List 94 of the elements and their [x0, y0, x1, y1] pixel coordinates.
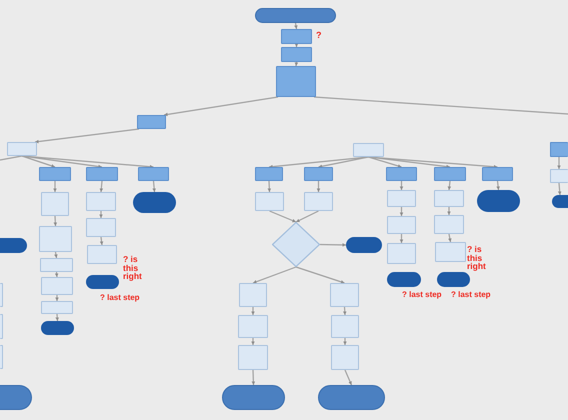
connector-arrow — [54, 272, 58, 278]
connector-arrow — [252, 266, 296, 284]
connector-arrow — [54, 216, 58, 226]
connector-arrow — [251, 307, 255, 315]
process-box — [41, 277, 73, 295]
process-box — [238, 315, 268, 338]
process-box — [39, 226, 72, 252]
process-box — [550, 169, 568, 183]
connector-arrow — [400, 207, 404, 216]
category-box — [281, 47, 312, 62]
annotation-text: ? — [316, 31, 322, 40]
category-box — [39, 167, 71, 181]
connector-arrow — [251, 338, 255, 345]
category-box — [304, 167, 333, 181]
process-box — [0, 345, 3, 369]
decision-diamond — [272, 222, 320, 267]
connector-arrow — [294, 62, 298, 66]
process-box — [387, 243, 416, 264]
process-box — [387, 216, 416, 234]
process-box — [255, 192, 284, 211]
connector-arrow — [342, 306, 347, 316]
process-box — [87, 245, 117, 264]
connector-arrow — [368, 156, 402, 168]
connector-arrow — [268, 180, 272, 192]
connector-arrow — [152, 180, 156, 192]
process-box — [387, 190, 416, 207]
process-box — [353, 143, 384, 157]
category-box — [281, 29, 312, 44]
connector-arrow — [269, 210, 296, 223]
connector-arrow — [53, 181, 57, 192]
connector-arrow — [55, 314, 60, 322]
connector-arrow — [316, 181, 320, 192]
process-box — [331, 345, 359, 370]
category-box — [434, 167, 466, 181]
connector-arrow — [164, 96, 278, 116]
process-box — [40, 258, 73, 272]
connector-arrow — [447, 207, 451, 215]
process-box — [331, 315, 359, 338]
connector-arrow — [54, 252, 58, 258]
category-box — [137, 115, 166, 129]
category-box — [276, 66, 316, 97]
connector-arrow — [558, 182, 562, 196]
annotation-text: ? last step — [402, 291, 442, 299]
annotation-text: ? last step — [451, 291, 491, 299]
connector-arrow — [100, 180, 104, 192]
process-box — [239, 283, 267, 307]
connector-arrow — [496, 180, 500, 190]
connector-arrow — [34, 128, 140, 144]
process-box — [7, 142, 37, 156]
annotation-text: ? is this right — [467, 245, 487, 270]
connector-arrow — [294, 22, 298, 30]
category-box — [86, 167, 118, 181]
process-box — [86, 218, 116, 237]
connector-arrow — [99, 211, 103, 218]
category-box — [550, 142, 568, 157]
connector-arrow — [100, 236, 104, 246]
process-box — [0, 314, 3, 339]
process-box — [86, 192, 116, 211]
process-box — [0, 283, 3, 307]
connector-arrow — [343, 338, 347, 345]
connector-line — [314, 96, 568, 115]
process-box — [41, 192, 69, 216]
category-box — [138, 167, 169, 181]
connector-arrow — [55, 295, 59, 301]
connector-arrow — [294, 43, 298, 47]
connector-arrow — [557, 157, 561, 169]
annotation-text: ? is this right — [123, 255, 143, 280]
process-box — [238, 345, 268, 370]
process-box — [330, 283, 359, 307]
connector-arrow — [22, 155, 154, 168]
process-box — [435, 242, 466, 262]
connector-arrow — [252, 370, 256, 386]
connector-arrow — [400, 181, 404, 190]
connector-arrow — [296, 266, 345, 284]
category-box — [386, 167, 417, 181]
category-box — [482, 167, 513, 181]
connector-arrow — [320, 243, 346, 247]
process-box — [41, 301, 73, 314]
connector-arrow — [344, 370, 352, 386]
connector-arrow — [296, 210, 319, 223]
connector-arrow — [22, 155, 102, 168]
connector-line — [0, 155, 22, 161]
connector-arrow — [368, 156, 498, 169]
connector-arrow — [318, 156, 369, 168]
connector-arrow — [22, 155, 56, 168]
connector-arrow — [448, 234, 452, 242]
connector-arrow — [448, 180, 452, 190]
process-box — [434, 190, 464, 207]
category-box — [255, 167, 283, 181]
process-box — [304, 192, 333, 211]
process-box — [434, 215, 464, 234]
connector-arrow — [400, 234, 404, 243]
annotation-text: ? last step — [100, 294, 140, 302]
connector-arrow — [368, 156, 450, 168]
